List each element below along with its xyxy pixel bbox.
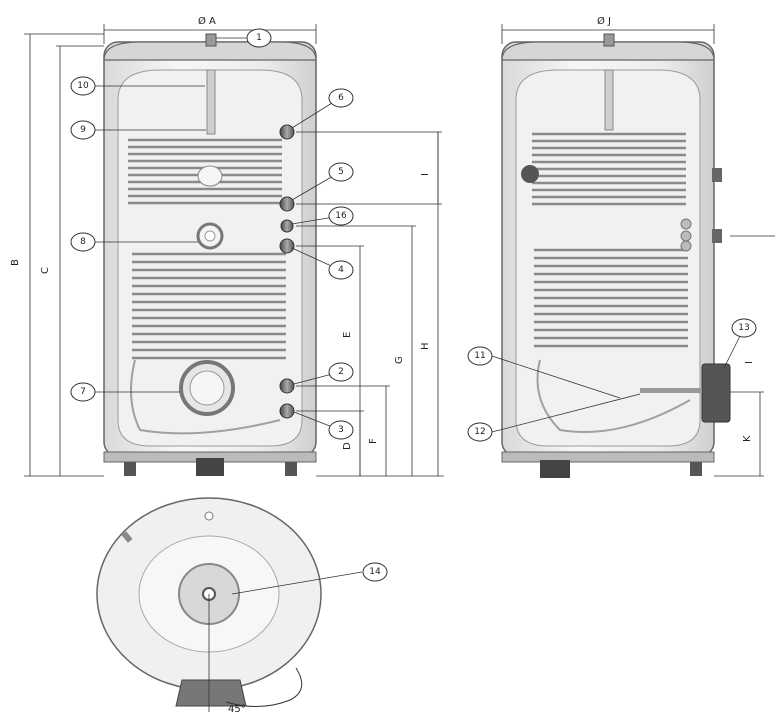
callout-3: 3	[328, 420, 354, 440]
svg-text:5: 5	[338, 167, 344, 177]
callouts: 1 10 9 8 7 6 5 16 4 2 3 11 12 13 14	[70, 28, 757, 582]
dim-label-e: E	[342, 332, 353, 338]
svg-text:6: 6	[338, 93, 344, 103]
port-4	[279, 238, 295, 254]
front-anode-rod	[206, 69, 216, 135]
side-tank-lid	[501, 41, 715, 61]
front-coil-return-pipe	[130, 359, 281, 435]
top-view-side-pipe	[121, 531, 133, 543]
front-upper-sensor-hole	[197, 165, 223, 187]
callout-6: 6	[328, 88, 354, 108]
dim-label-a: Ø A	[198, 15, 216, 27]
callout-4: 4	[328, 260, 354, 280]
dim-label-i: I	[420, 173, 431, 176]
svg-text:9: 9	[80, 125, 86, 135]
dim-label-b: B	[10, 259, 21, 266]
front-view	[103, 33, 317, 476]
callout-13: 13	[731, 318, 757, 338]
front-top-pipe	[205, 33, 217, 47]
dim-label-k: K	[742, 435, 753, 442]
callout-9: 9	[70, 120, 96, 140]
top-view-bracket	[175, 679, 247, 707]
svg-text:10: 10	[77, 81, 89, 91]
dim-label-c: C	[40, 267, 51, 274]
side-thermometer-boss	[521, 165, 539, 183]
dim-label-g: G	[394, 356, 405, 364]
port-5	[279, 196, 295, 212]
dim-label-d: D	[342, 442, 353, 450]
svg-text:7: 7	[80, 387, 86, 397]
port-2	[279, 378, 295, 394]
svg-text:16: 16	[335, 211, 347, 221]
svg-text:1: 1	[256, 33, 262, 43]
svg-text:2: 2	[338, 367, 344, 377]
side-coil-return-pipe	[536, 359, 691, 433]
port-16	[280, 219, 294, 233]
front-foot-middle	[196, 458, 224, 476]
top-view-small-port	[204, 511, 214, 521]
svg-text:11: 11	[474, 351, 485, 361]
dim-label-i-side: I	[744, 361, 755, 364]
svg-text:13: 13	[738, 323, 749, 333]
front-lower-coil	[132, 252, 286, 360]
callout-10: 10	[70, 76, 96, 96]
side-port-stubs	[680, 218, 692, 252]
port-6	[279, 124, 295, 140]
side-pipe-stub-lower	[712, 229, 722, 243]
front-thermometer-port-center	[204, 230, 216, 242]
side-anode-rod	[604, 69, 614, 131]
callout-16: 16	[328, 206, 354, 226]
dim-label-j: Ø J	[597, 15, 611, 27]
svg-text:8: 8	[80, 237, 86, 247]
callout-1: 1	[246, 28, 272, 48]
callout-7: 7	[70, 382, 96, 402]
callout-11: 11	[467, 346, 493, 366]
front-foot-right	[285, 462, 297, 476]
callout-12: 12	[467, 422, 493, 442]
side-foot-left	[540, 460, 570, 478]
front-inner-vessel	[117, 69, 303, 447]
svg-text:14: 14	[369, 567, 381, 577]
callout-14: 14	[362, 562, 388, 582]
dimension-labels: Ø A Ø J B C I H G E F D K I 45°	[10, 15, 755, 715]
side-lower-coil	[534, 248, 688, 348]
front-inspection-flange-inner	[189, 370, 225, 406]
side-top-pipe	[603, 33, 615, 47]
svg-text:3: 3	[338, 425, 344, 435]
side-base-ring	[501, 451, 715, 463]
side-foot-right	[690, 462, 702, 476]
angle-arc	[225, 667, 303, 708]
front-foot-left	[124, 462, 136, 476]
callout-5: 5	[328, 162, 354, 182]
port-3	[279, 403, 295, 419]
dimension-lines	[24, 24, 775, 712]
callout-2: 2	[328, 362, 354, 382]
svg-text:4: 4	[338, 265, 344, 275]
electric-heater-box	[701, 363, 731, 423]
dim-label-angle: 45°	[228, 704, 246, 715]
side-upper-coil	[532, 132, 686, 206]
electric-heater-rod	[640, 388, 702, 393]
side-view	[501, 33, 731, 478]
svg-text:12: 12	[474, 427, 485, 437]
dim-label-f: F	[368, 438, 379, 444]
callout-8: 8	[70, 232, 96, 252]
side-pipe-stub-upper	[712, 168, 722, 182]
dim-label-h: H	[420, 342, 431, 350]
